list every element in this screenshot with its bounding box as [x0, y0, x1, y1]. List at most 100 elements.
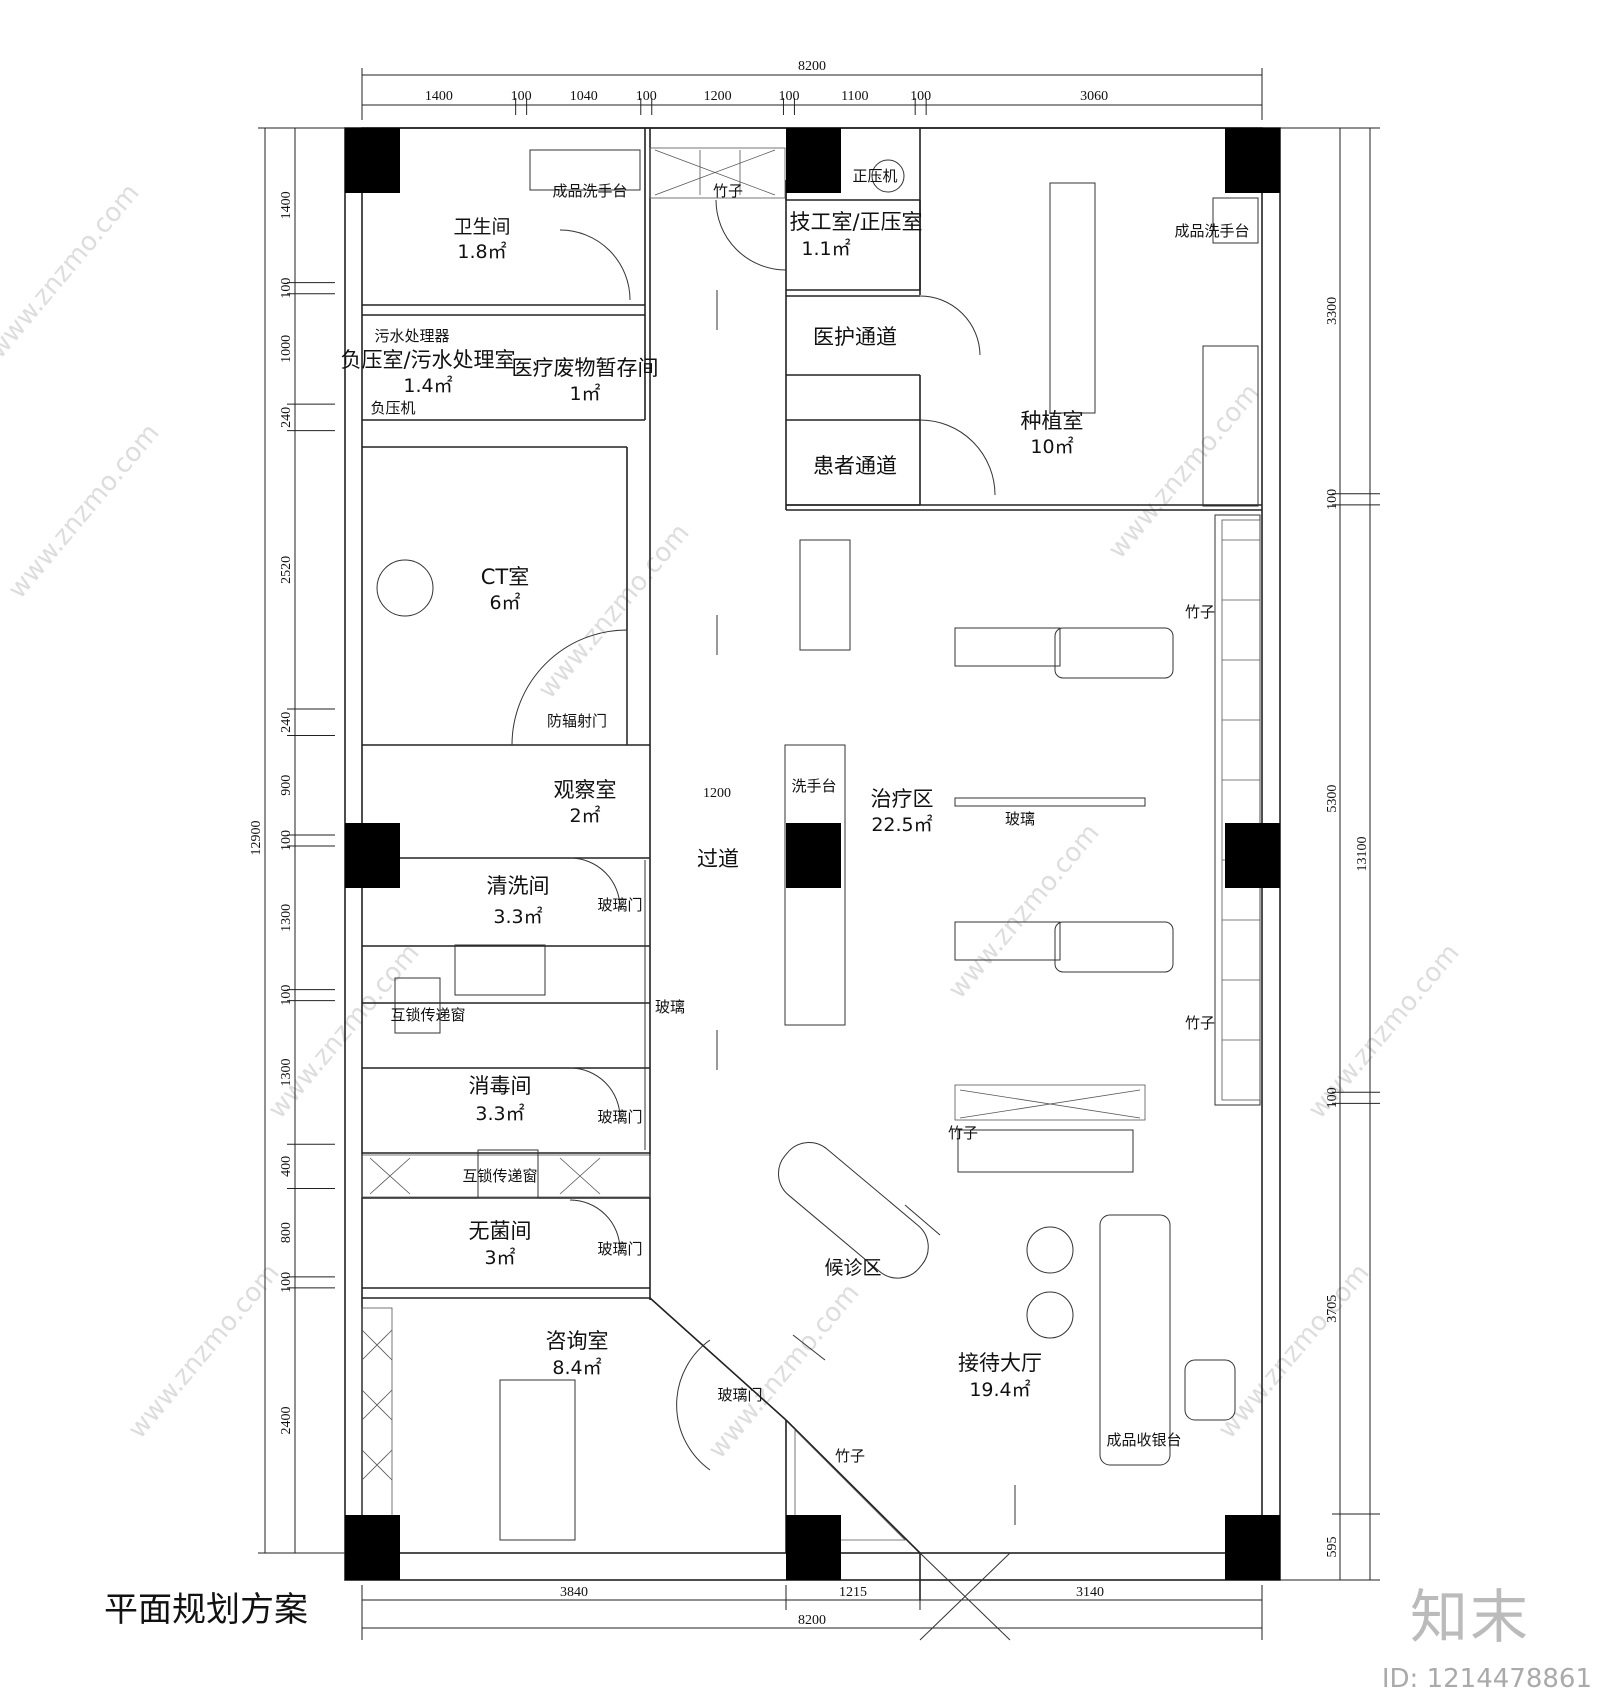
- sewage-device1: 污水处理器: [374, 327, 449, 345]
- dim-top-seg: 100: [778, 89, 799, 104]
- cashier-label: 成品收银台: [1106, 1431, 1181, 1449]
- bamboo3-label: 竹子: [1185, 1014, 1215, 1032]
- dim-seg: 1300: [279, 904, 294, 932]
- corridor-width: 1200: [703, 786, 731, 801]
- disinfect-area: 3.3㎡: [475, 1102, 524, 1125]
- ct-door: 防辐射门: [547, 712, 607, 730]
- svg-text:www.znzmo.com: www.znzmo.com: [262, 938, 425, 1124]
- doors: [511, 199, 1011, 1641]
- plan-title: 平面规划方案: [104, 1590, 308, 1630]
- dim-bottom-total: 8200: [798, 1613, 826, 1628]
- dim-top-seg: 1400: [425, 89, 453, 104]
- svg-text:www.znzmo.com: www.znzmo.com: [1212, 1258, 1375, 1444]
- dim-bottom-seg-3: 3140: [1076, 1585, 1104, 1600]
- glass2-label: 玻璃: [655, 998, 685, 1016]
- svg-text:www.znzmo.com: www.znzmo.com: [1102, 378, 1265, 564]
- bamboo-zones: [361, 147, 1261, 1549]
- bamboo2-label: 竹子: [1185, 603, 1215, 621]
- sewage-area: 1.4㎡: [403, 374, 452, 397]
- dim-seg: 100: [1325, 489, 1340, 510]
- dim-top-seg: 100: [511, 89, 532, 104]
- sink2-label: 成品洗手台: [1174, 222, 1249, 240]
- bamboo4-label: 竹子: [948, 1124, 978, 1142]
- treatment-area: 22.5㎡: [871, 813, 932, 836]
- dim-seg: 240: [279, 712, 294, 733]
- implant-area: 10㎡: [1030, 435, 1073, 458]
- sterile-door: 玻璃门: [597, 1240, 642, 1258]
- flow-arrows: [716, 290, 1016, 1525]
- corridor-label: 过道: [697, 847, 739, 871]
- dim-seg: 800: [279, 1222, 294, 1243]
- sterile-name: 无菌间: [469, 1219, 532, 1243]
- bamboo1-label: 竹子: [713, 182, 743, 200]
- implant-name: 种植室: [1021, 409, 1084, 433]
- dim-seg: 2520: [279, 556, 294, 584]
- toilet-name: 卫生间: [453, 216, 510, 238]
- dim-seg: 100: [279, 278, 294, 299]
- dim-bottom-seg-1: 3840: [560, 1585, 588, 1600]
- dim-seg: 900: [279, 775, 294, 796]
- fixtures: [376, 149, 1259, 1541]
- clean-name: 清洗间: [487, 874, 550, 898]
- dim-left-total: 12900: [249, 821, 264, 856]
- dim-seg: 100: [279, 1272, 294, 1293]
- tech-name: 技工室/正压室: [789, 210, 922, 234]
- ct-name: CT室: [481, 565, 530, 589]
- handsink-label: 洗手台: [791, 777, 836, 795]
- image-id: ID: 1214478861: [1381, 1664, 1592, 1694]
- dim-top-seg: 1040: [570, 89, 598, 104]
- sink1-label: 成品洗手台: [552, 182, 627, 200]
- disinfect-door: 玻璃门: [597, 1108, 642, 1126]
- patient-passage: 患者通道: [813, 454, 897, 478]
- dim-seg: 400: [279, 1156, 294, 1177]
- svg-text:www.znzmo.com: www.znzmo.com: [702, 1278, 865, 1464]
- brand-logo: 知末: [1409, 1583, 1530, 1651]
- treatment-name: 治疗区: [871, 787, 934, 811]
- watermarks: www.znzmo.com www.znzmo.com www.znzmo.co…: [0, 178, 1466, 1464]
- dim-bottom-seg-2: 1215: [839, 1585, 867, 1600]
- dim-seg: 240: [279, 407, 294, 428]
- bamboo5-label: 竹子: [835, 1447, 865, 1465]
- svg-text:www.znzmo.com: www.znzmo.com: [942, 818, 1105, 1004]
- dim-seg: 1400: [279, 191, 294, 219]
- clean-door: 玻璃门: [597, 896, 642, 914]
- dim-top-seg: 1100: [841, 89, 868, 104]
- passwin1-label: 互锁传递窗: [390, 1006, 465, 1024]
- dim-seg: 1000: [279, 335, 294, 363]
- sewage-device2: 负压机: [370, 399, 415, 417]
- tech-device: 正压机: [852, 167, 897, 185]
- dim-seg: 3300: [1325, 297, 1340, 325]
- observe-area: 2㎡: [569, 804, 600, 827]
- reception-name: 接待大厅: [958, 1351, 1042, 1375]
- disinfect-name: 消毒间: [469, 1074, 532, 1098]
- consult-door: 玻璃门: [717, 1386, 762, 1404]
- ct-area: 6㎡: [489, 591, 520, 614]
- reception-area: 19.4㎡: [969, 1378, 1030, 1401]
- tech-area: 1.1㎡: [801, 237, 850, 260]
- consult-area: 8.4㎡: [552, 1356, 601, 1379]
- dim-top-total: 8200: [798, 59, 826, 74]
- dim-seg: 100: [279, 830, 294, 851]
- dim-seg: 100: [1325, 1087, 1340, 1108]
- dim-seg: 100: [279, 985, 294, 1006]
- dim-top-seg: 100: [910, 89, 931, 104]
- sterile-area: 3㎡: [484, 1246, 515, 1269]
- dim-top-seg: 3060: [1080, 89, 1108, 104]
- passwin2-label: 互锁传递窗: [462, 1167, 537, 1185]
- dim-top-seg: 1200: [704, 89, 732, 104]
- sewage-name: 负压室/污水处理室: [340, 348, 515, 372]
- room-labels: 卫生间 1.8㎡ 污水处理器 负压室/污水处理室 1.4㎡ 负压机 医疗废物暂存…: [340, 167, 1249, 1465]
- waste-area: 1㎡: [569, 382, 600, 405]
- observe-name: 观察室: [554, 778, 617, 802]
- dim-seg: 595: [1325, 1537, 1340, 1558]
- dim-right-total: 13100: [1355, 837, 1370, 872]
- waiting-label: 候诊区: [824, 1257, 881, 1279]
- dim-top-seg: 100: [636, 89, 657, 104]
- dim-seg: 3705: [1325, 1295, 1340, 1323]
- svg-text:www.znzmo.com: www.znzmo.com: [532, 518, 695, 704]
- structural-columns: [345, 128, 1280, 1580]
- svg-text:www.znzmo.com: www.znzmo.com: [2, 418, 165, 604]
- waste-name: 医疗废物暂存间: [512, 356, 659, 380]
- dim-seg: 1300: [279, 1058, 294, 1086]
